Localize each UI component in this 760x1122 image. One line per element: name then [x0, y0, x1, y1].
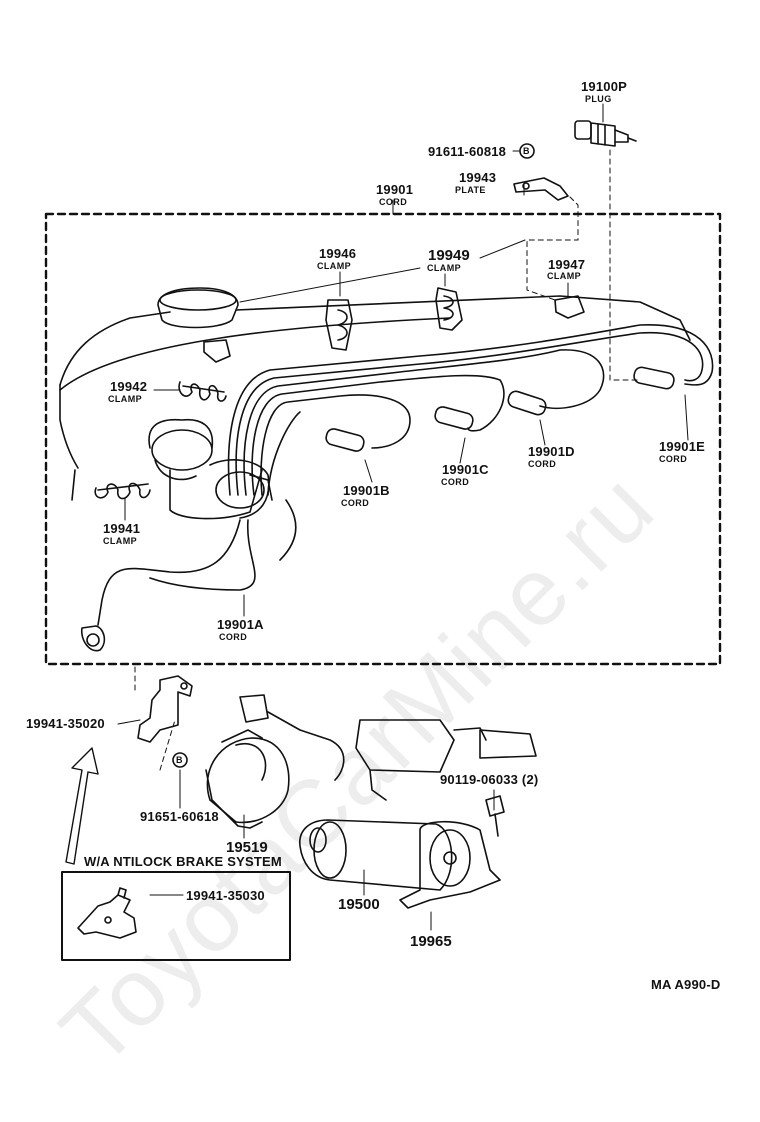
plate-drawing — [513, 177, 569, 201]
bolt-b1-number: 91611-60818 — [428, 144, 507, 159]
inset-title: W/A NTILOCK BRAKE SYSTEM — [84, 854, 282, 869]
clamp-19942-number: 19942 — [110, 379, 148, 394]
plug-boots — [80, 366, 675, 652]
screw-number: 90119-06033 (2) — [440, 772, 539, 787]
igniter-drawing — [239, 694, 537, 801]
clamp-19941-name: CLAMP — [103, 536, 137, 546]
plug-name: PLUG — [585, 94, 612, 104]
coil-number: 19500 — [338, 896, 380, 913]
plate-name: PLATE — [455, 185, 486, 195]
clamp-19947-name: CLAMP — [547, 271, 581, 281]
clamp-19941-number: 19941 — [103, 521, 141, 536]
cord-set-name: CORD — [379, 197, 408, 207]
cord-b-name: CORD — [341, 498, 370, 508]
arrow-drawing — [65, 747, 99, 865]
clamp-19941-drawing — [94, 482, 151, 500]
bracket-35020-number: 19941-35020 — [26, 716, 105, 731]
cord-a-name: CORD — [219, 632, 248, 642]
cord-b-number: 19901B — [343, 483, 390, 498]
bolt-b2-number: 91651-60618 — [140, 809, 219, 824]
bracket-19941-35020-drawing — [137, 675, 193, 743]
diagram-code: MA A990-D — [651, 977, 721, 992]
inset-part-number: 19941-35030 — [186, 888, 265, 903]
cord-c-name: CORD — [441, 477, 470, 487]
clamp-19949-name: CLAMP — [427, 263, 461, 273]
cord-e-name: CORD — [659, 454, 688, 464]
clamp-19947-number: 19947 — [548, 257, 586, 272]
coil-bracket-drawing — [399, 820, 501, 909]
plug-number: 19100P — [581, 79, 628, 94]
bolt-marker-circle-2 — [172, 752, 188, 768]
inset-box — [61, 871, 291, 961]
distributor-drawing — [148, 418, 273, 520]
inset-bracket-drawing — [77, 887, 137, 939]
ignition-coil-drawing — [299, 819, 453, 891]
clamp-19949-drawing — [435, 287, 463, 331]
clamp-19942-name: CLAMP — [108, 394, 142, 404]
spark-plug-drawing — [574, 120, 637, 147]
clamp-19942-drawing — [178, 381, 227, 402]
clamp-19946-drawing — [325, 299, 353, 351]
cord-set-boundary — [44, 212, 722, 666]
cord-e-number: 19901E — [659, 439, 706, 454]
cord-c-number: 19901C — [442, 462, 489, 477]
cover-19519-number: 19519 — [226, 839, 268, 856]
ignition-cords-drawing — [97, 324, 714, 626]
bolt-b1-marker: B — [523, 146, 530, 156]
plate-number: 19943 — [459, 170, 497, 185]
cord-d-name: CORD — [528, 459, 557, 469]
leader-lines — [117, 103, 689, 931]
engine-outline — [59, 287, 691, 501]
clamp-19947-drawing — [554, 295, 585, 319]
bolt-b2-marker: B — [176, 755, 183, 765]
cord-a-number: 19901A — [217, 617, 264, 632]
cover-19519-drawing — [205, 729, 290, 829]
clamp-19946-name: CLAMP — [317, 261, 351, 271]
coil-bracket-number: 19965 — [410, 933, 452, 950]
clamp-19946-number: 19946 — [319, 246, 357, 261]
clamp-19949-number: 19949 — [428, 247, 470, 264]
bolt-marker-circle — [519, 143, 535, 159]
cord-d-number: 19901D — [528, 444, 575, 459]
cord-set-number: 19901 — [376, 182, 414, 197]
screw-drawing — [485, 795, 505, 837]
